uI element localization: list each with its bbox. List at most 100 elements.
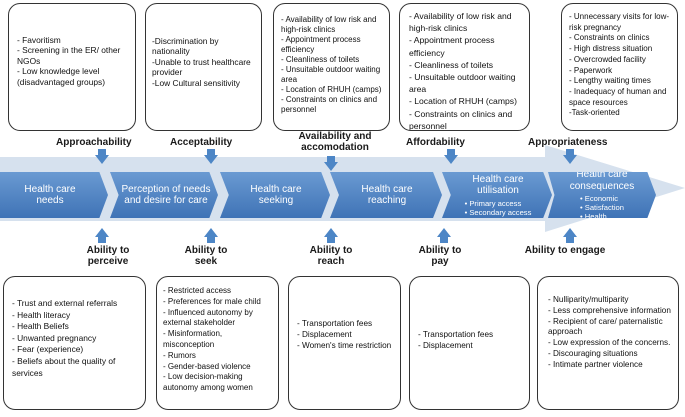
- list-item: - Appointment process efficiency: [281, 35, 361, 54]
- bottom-box-list: - Nulliparity/multiparity- Less comprehe…: [548, 295, 674, 371]
- bottom-label-ability-to-reach: Ability to reach: [309, 245, 353, 267]
- top-box-approachability: - Favoritism- Screening in the ER/ other…: [8, 3, 136, 131]
- stage-title: Health care reaching: [361, 183, 413, 207]
- list-item: - Intimate partner violence: [548, 359, 643, 369]
- list-item: -Task-oriented: [569, 108, 620, 118]
- stage-perception: Perception of needs and desire for care: [110, 172, 218, 218]
- stage-title: Health care utilisation: [472, 173, 524, 197]
- bottom-label-ability-to-perceive: Ability to perceive: [86, 245, 130, 267]
- top-label-availability: Availability and accomodation: [298, 131, 372, 153]
- list-item: - Displacement: [418, 340, 473, 350]
- down-arrow-icon: [204, 149, 218, 164]
- top-box-affordability: - Availability of low risk and high-risk…: [399, 3, 530, 131]
- bottom-box-list: - Trust and external referrals- Health l…: [12, 298, 139, 379]
- list-item: - Low knowledge level (disadvantaged gro…: [17, 66, 105, 87]
- up-arrow-icon: [204, 228, 218, 243]
- list-item: - Appointment process efficiency: [409, 35, 495, 58]
- list-item: - Fear (experience): [12, 344, 84, 355]
- bottom-box-list: - Transportation fees- Displacement: [418, 330, 525, 352]
- list-item: - Unwanted pregnancy: [12, 332, 97, 343]
- list-item: - Unnecessary visits for low-risk pregna…: [569, 12, 670, 32]
- list-item: - Misinformation, misconception: [163, 329, 223, 349]
- up-arrow-icon: [324, 228, 338, 243]
- list-item: - Constraints on clinics: [569, 33, 650, 43]
- top-box-list: - Availability of low risk and high-risk…: [281, 15, 385, 115]
- list-item: • Economic: [579, 194, 619, 203]
- bottom-box-ability-to-pay: - Transportation fees- Displacement: [409, 276, 530, 410]
- stage-items: • Primary access• Secondary access: [465, 199, 532, 217]
- up-arrow-icon: [437, 228, 451, 243]
- list-item: - Discouraging situations: [548, 348, 638, 358]
- list-item: - Influenced autonomy by external stakeh…: [163, 307, 253, 328]
- list-item: - Location of RHUH (camps): [281, 85, 382, 94]
- bottom-box-ability-to-seek: - Restricted access- Preferences for mal…: [156, 276, 279, 410]
- stage-health-care-utilisation: Health care utilisation • Primary access…: [442, 172, 552, 218]
- list-item: - Inadequacy of human and space resource…: [569, 86, 667, 107]
- down-arrow-icon: [95, 149, 109, 164]
- list-item: - Health literacy: [12, 309, 71, 320]
- list-item: - Overcrowded facility: [569, 54, 646, 64]
- list-item: - Rumors: [163, 350, 196, 360]
- list-item: - Transportation fees: [418, 330, 494, 339]
- list-item: - Location of RHUH (camps): [409, 96, 517, 107]
- bottom-label-ability-to-pay: Ability to pay: [418, 245, 462, 267]
- list-item: - Nulliparity/multiparity: [548, 295, 629, 304]
- list-item: - Constraints on clinics and personnel: [409, 108, 513, 131]
- list-item: - Recipient of care/ paternalistic appro…: [548, 316, 663, 337]
- list-item: - Preferences for male child: [163, 296, 261, 306]
- down-arrow-icon: [324, 156, 338, 171]
- list-item: • Primary access: [464, 198, 522, 208]
- list-item: - Paperwork: [569, 65, 613, 75]
- list-item: -Low Cultural sensitivity: [152, 77, 240, 88]
- down-arrow-icon: [563, 149, 577, 164]
- list-item: - Women's time restriction: [297, 340, 392, 350]
- list-item: - Low expression of the concerns.: [548, 338, 671, 348]
- list-item: - Gender-based violence: [163, 361, 251, 371]
- list-item: - Less comprehensive information: [548, 305, 671, 315]
- stage-title: Health care needs: [24, 183, 76, 207]
- top-box-list: - Unnecessary visits for low-risk pregna…: [569, 12, 673, 119]
- top-label-approachability: Approachability: [56, 137, 132, 148]
- list-item: - Unsuitable outdoor waiting area: [409, 72, 516, 95]
- stage-title: Perception of needs and desire for care: [121, 183, 211, 207]
- list-item: - Cleanliness of toilets: [281, 55, 360, 64]
- bottom-box-ability-to-engage: - Nulliparity/multiparity- Less comprehe…: [537, 276, 679, 410]
- bottom-box-ability-to-perceive: - Trust and external referrals- Health l…: [3, 276, 146, 410]
- list-item: - Availability of low risk and high-risk…: [281, 15, 377, 34]
- top-box-appropriateness: - Unnecessary visits for low-risk pregna…: [561, 3, 678, 131]
- list-item: - Displacement: [297, 329, 352, 339]
- bottom-label-ability-to-seek: Ability to seek: [184, 245, 228, 267]
- up-arrow-icon: [563, 228, 577, 243]
- list-item: - Cleanliness of toilets: [409, 59, 494, 70]
- up-arrow-icon: [95, 228, 109, 243]
- top-box-list: - Favoritism- Screening in the ER/ other…: [17, 35, 129, 87]
- list-item: - Beliefs about the quality of services: [12, 355, 116, 378]
- list-item: - Favoritism: [17, 35, 61, 45]
- stage-health-care-reaching: Health care reaching: [330, 172, 442, 218]
- stage-items: • Economic• Satisfaction• Health: [579, 194, 624, 221]
- stage-health-care-seeking: Health care seeking: [220, 172, 330, 218]
- top-box-acceptability: -Discrimination by nationality-Unable to…: [145, 3, 262, 131]
- top-box-list: -Discrimination by nationality-Unable to…: [152, 36, 255, 88]
- list-item: - Restricted access: [163, 286, 232, 295]
- list-item: -Unable to trust healthcare provider: [152, 56, 251, 78]
- top-label-acceptability: Acceptability: [170, 137, 233, 148]
- list-item: - Availability of low risk and high-risk…: [409, 11, 512, 34]
- stage-health-care-needs: Health care needs: [0, 172, 108, 218]
- stage-health-care-consequences: Health care consequences • Economic• Sat…: [548, 172, 656, 218]
- list-item: - Low decision-making autonomy among wom…: [163, 372, 253, 393]
- list-item: - Screening in the ER/ other NGOs: [17, 45, 121, 66]
- list-item: -Discrimination by nationality: [152, 36, 219, 57]
- list-item: • Secondary access: [464, 207, 532, 217]
- list-item: - High distress situation: [569, 44, 653, 54]
- list-item: • Health: [579, 212, 607, 221]
- list-item: - Lengthy waiting times: [569, 76, 651, 86]
- list-item: - Health Beliefs: [12, 321, 69, 332]
- list-item: - Constraints on clinics and personnel: [281, 95, 378, 114]
- top-label-appropriateness: Appropriateness: [528, 137, 608, 148]
- list-item: - Trust and external referrals: [12, 298, 118, 308]
- top-label-affordability: Affordability: [406, 137, 465, 148]
- top-box-list: - Availability of low risk and high-risk…: [409, 10, 525, 132]
- bottom-box-list: - Transportation fees- Displacement- Wom…: [297, 319, 396, 351]
- stage-title: Health care consequences: [569, 169, 635, 192]
